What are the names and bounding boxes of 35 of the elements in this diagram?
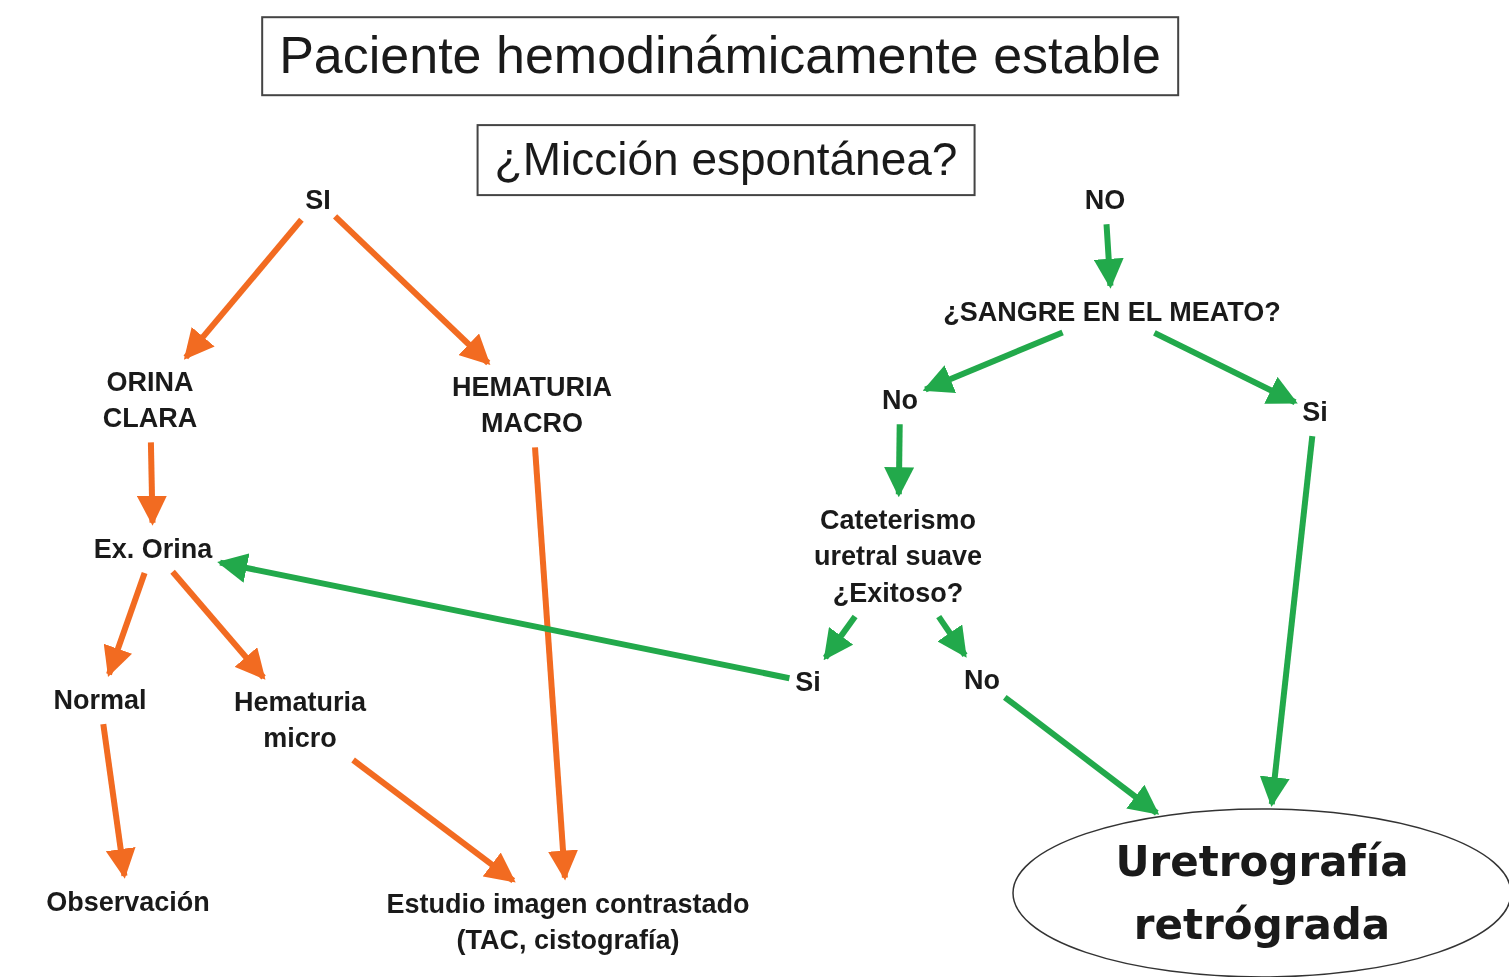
step-label: Normal — [53, 681, 147, 719]
step-label: ORINA CLARA — [75, 363, 225, 437]
arrow — [351, 757, 516, 884]
step-label: NO — [1084, 181, 1126, 219]
arrow — [1093, 224, 1124, 289]
step-label: Si — [1302, 393, 1328, 431]
arrow — [333, 214, 491, 366]
node-text: Uretrografía retrógrada — [1114, 836, 1410, 951]
arrow — [922, 329, 1064, 393]
arrow — [1259, 435, 1316, 808]
step-label: ¿SANGRE EN EL MEATO? — [943, 293, 1281, 331]
step-label: Cateterismo uretral suave ¿Exitoso? — [778, 502, 1018, 612]
step-label: No — [964, 661, 1000, 699]
arrow — [936, 614, 968, 658]
arrow — [100, 723, 136, 879]
arrow — [170, 569, 266, 680]
arrow — [183, 217, 304, 360]
arrow — [884, 424, 915, 498]
step-label: Estudio imagen contrastado (TAC, cistografía) — [348, 885, 788, 959]
arrow — [103, 571, 148, 678]
arrow — [136, 442, 167, 526]
step-label: Hematuria micro — [210, 683, 390, 757]
arrow — [217, 553, 790, 682]
arrow — [822, 614, 858, 661]
question-box: ¿Micción espontánea? — [476, 124, 976, 196]
arrow — [532, 447, 578, 881]
step-label: Si — [795, 663, 821, 701]
step-label: HEMATURIA MACRO — [422, 368, 642, 442]
step-label: SI — [305, 181, 331, 219]
step-label: Ex. Orina — [93, 530, 213, 568]
step-label: Observación — [46, 883, 210, 921]
arrow — [1003, 694, 1160, 816]
step-label: No — [882, 381, 918, 419]
arrow — [1153, 330, 1298, 405]
question-box: Paciente hemodinámicamente estable — [261, 16, 1179, 96]
